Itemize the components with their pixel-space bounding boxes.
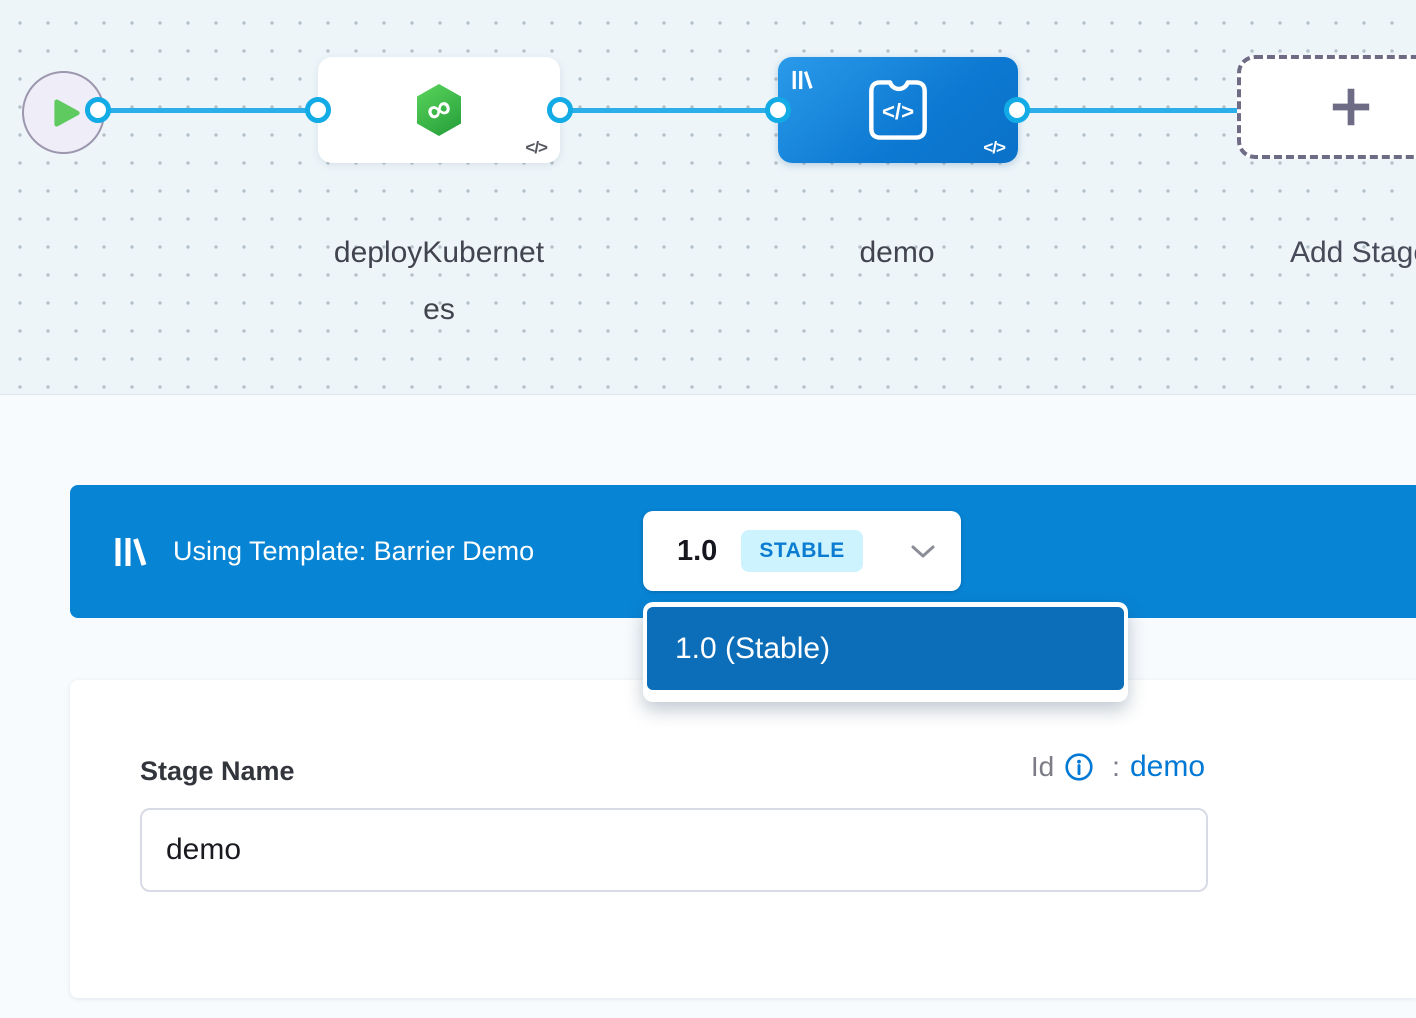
yaml-code-icon[interactable]: </> xyxy=(525,138,548,157)
stage-id-row: Id : demo xyxy=(1031,750,1205,784)
svg-text:</>: </> xyxy=(882,99,914,124)
play-icon xyxy=(53,98,80,127)
connector-port[interactable] xyxy=(85,97,111,123)
connector-port[interactable] xyxy=(765,97,791,123)
stage-label-deploykubernetes: deployKubernetes xyxy=(333,236,545,326)
template-version-selector[interactable]: 1.0 STABLE xyxy=(643,511,961,591)
custom-stage-icon: </> xyxy=(869,80,927,140)
edge-line xyxy=(560,108,778,113)
stage-label-demo: demo xyxy=(859,236,935,269)
template-banner-title: Using Template: Barrier Demo xyxy=(173,536,535,566)
stage-name-label: Stage Name xyxy=(140,756,295,786)
stage-id-value: demo xyxy=(1129,750,1205,783)
template-library-icon xyxy=(792,70,813,90)
stable-badge: STABLE xyxy=(741,530,863,572)
add-stage-button[interactable] xyxy=(1237,55,1416,159)
id-separator: : xyxy=(1112,751,1120,782)
template-library-icon xyxy=(115,537,147,566)
add-stage-label: Add Stage xyxy=(1289,236,1416,269)
pipeline-canvas[interactable]: ∞ </> </> </> deployKubernetes demo Add … xyxy=(0,0,1416,395)
edge-line xyxy=(1017,108,1237,113)
stage-name-input[interactable] xyxy=(140,808,1208,892)
info-icon[interactable] xyxy=(1064,752,1094,782)
connector-port[interactable] xyxy=(305,97,331,123)
template-banner: Using Template: Barrier Demo 1.0 STABLE xyxy=(70,485,1416,618)
plus-icon xyxy=(1332,88,1370,126)
chevron-down-icon xyxy=(911,545,935,558)
stage-overview-card: Stage Name Id : demo xyxy=(70,680,1416,998)
stage-node-deploykubernetes[interactable]: ∞ </> xyxy=(318,57,560,163)
edge-line xyxy=(98,108,318,113)
id-label: Id xyxy=(1030,751,1055,782)
stage-node-demo[interactable]: </> </> xyxy=(778,57,1018,163)
version-dropdown-menu: 1.0 (Stable) xyxy=(643,602,1128,702)
connector-port[interactable] xyxy=(1004,97,1030,123)
connector-port[interactable] xyxy=(547,97,573,123)
harness-cd-hexagon-icon: ∞ xyxy=(417,84,461,136)
version-option-stable[interactable]: 1.0 (Stable) xyxy=(647,607,1124,690)
yaml-code-icon[interactable]: </> xyxy=(983,138,1006,157)
template-version-number: 1.0 xyxy=(677,534,718,567)
